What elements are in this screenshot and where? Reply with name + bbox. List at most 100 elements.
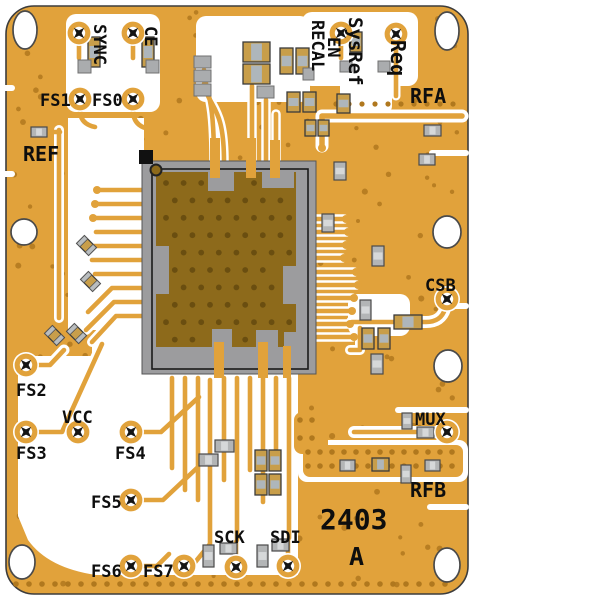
label-fs7: FS7 <box>143 562 174 582</box>
smd-component <box>286 91 301 113</box>
testpoint-sysref <box>328 20 354 46</box>
trace-end-pads <box>89 144 362 341</box>
testpoint-mux <box>434 419 460 445</box>
testpoint-vcc <box>65 419 91 445</box>
smd-component <box>418 153 436 166</box>
label-fs4: FS4 <box>115 444 146 464</box>
ic-chip <box>139 138 317 378</box>
label-sdi: SDI <box>270 528 301 548</box>
smd-component <box>214 439 235 453</box>
label-csb: CSB <box>425 276 456 296</box>
label-ce: CE <box>140 26 160 46</box>
label-vcc: VCC <box>62 408 93 428</box>
label-fs5: FS5 <box>91 493 122 513</box>
smd-component <box>302 91 317 113</box>
smd-component <box>371 457 390 472</box>
label-ref: REF <box>23 142 59 166</box>
pin1-via <box>149 163 163 177</box>
smd-component <box>333 161 347 181</box>
testpoint-sync <box>66 20 92 46</box>
smd-component <box>193 69 212 83</box>
test-points <box>13 20 460 580</box>
silkscreen-labels: SYNC CE RECAL EN SysRef Req RFA REF FS1 … <box>16 17 456 582</box>
testpoint-fs5 <box>118 487 144 513</box>
smd-component <box>271 538 290 552</box>
smd-component <box>30 126 48 138</box>
pin1-marker <box>139 150 153 164</box>
smd-component <box>65 322 88 345</box>
smd-component <box>321 213 335 233</box>
smd-component <box>254 449 268 472</box>
smd-component <box>361 327 375 350</box>
smd-component <box>400 464 412 484</box>
testpoint-ce <box>120 20 146 46</box>
smd-component <box>393 314 423 330</box>
testpoint-csb <box>434 286 460 312</box>
smd-component <box>193 55 212 69</box>
label-sync: SYNC <box>89 24 109 65</box>
label-fs3: FS3 <box>16 444 47 464</box>
mounting-holes <box>8 10 463 583</box>
testpoint-fs1 <box>67 86 93 112</box>
chip-outline <box>151 168 309 370</box>
label-fs6: FS6 <box>91 562 122 582</box>
label-mux: MUX <box>415 410 446 430</box>
label-fs1: FS1 <box>40 91 71 111</box>
testpoint-fs7 <box>171 553 197 579</box>
smd-component <box>424 459 441 472</box>
smd-component <box>423 124 442 137</box>
smd-component <box>193 83 212 97</box>
mounting-hole <box>10 218 38 246</box>
label-fs2: FS2 <box>16 381 47 401</box>
mounting-hole <box>434 11 460 51</box>
testpoint-fs2 <box>13 352 39 378</box>
label-rfb: RFB <box>410 478 446 502</box>
smd-components <box>30 31 442 568</box>
mounting-hole <box>8 544 36 580</box>
smd-component <box>79 270 102 293</box>
smd-component <box>377 60 391 73</box>
testpoint-fs3 <box>13 419 39 445</box>
silk-region-sysref <box>340 78 392 114</box>
smd-component <box>198 453 219 467</box>
testpoint-fs4 <box>118 419 144 445</box>
label-board-revision: A <box>349 542 364 571</box>
smd-component <box>336 93 351 114</box>
testpoint-fs0 <box>120 86 146 112</box>
smd-component <box>401 412 413 430</box>
testpoint-sdi <box>275 553 301 579</box>
smd-component <box>371 245 385 267</box>
smd-component <box>359 299 372 321</box>
pour-island <box>294 412 328 454</box>
smd-component <box>202 544 215 568</box>
smd-component <box>77 59 92 74</box>
testpoint-req <box>383 21 409 47</box>
smd-component <box>43 324 66 347</box>
label-en: EN <box>323 37 343 57</box>
label-recal: RECAL <box>307 20 327 71</box>
smd-component <box>339 459 356 472</box>
mounting-hole <box>433 349 463 383</box>
label-fs0: FS0 <box>92 91 123 111</box>
smd-component <box>268 449 282 472</box>
smd-component <box>219 542 238 555</box>
testpoint-sck <box>223 554 249 580</box>
smd-component <box>370 353 384 375</box>
smd-component <box>268 473 282 496</box>
smd-component <box>317 119 330 137</box>
smd-component <box>302 67 315 81</box>
smd-component <box>145 59 160 74</box>
thermal-via-grid <box>163 180 293 343</box>
smd-component <box>242 63 271 85</box>
testpoint-fs6 <box>118 553 144 579</box>
label-rfa: RFA <box>410 84 446 108</box>
smd-component <box>256 85 275 99</box>
mounting-hole <box>433 547 461 583</box>
mounting-hole <box>12 10 38 50</box>
smd-component <box>279 47 294 75</box>
smd-component <box>256 544 269 568</box>
smd-component <box>254 473 268 496</box>
label-sysref: SysRef <box>344 17 366 86</box>
